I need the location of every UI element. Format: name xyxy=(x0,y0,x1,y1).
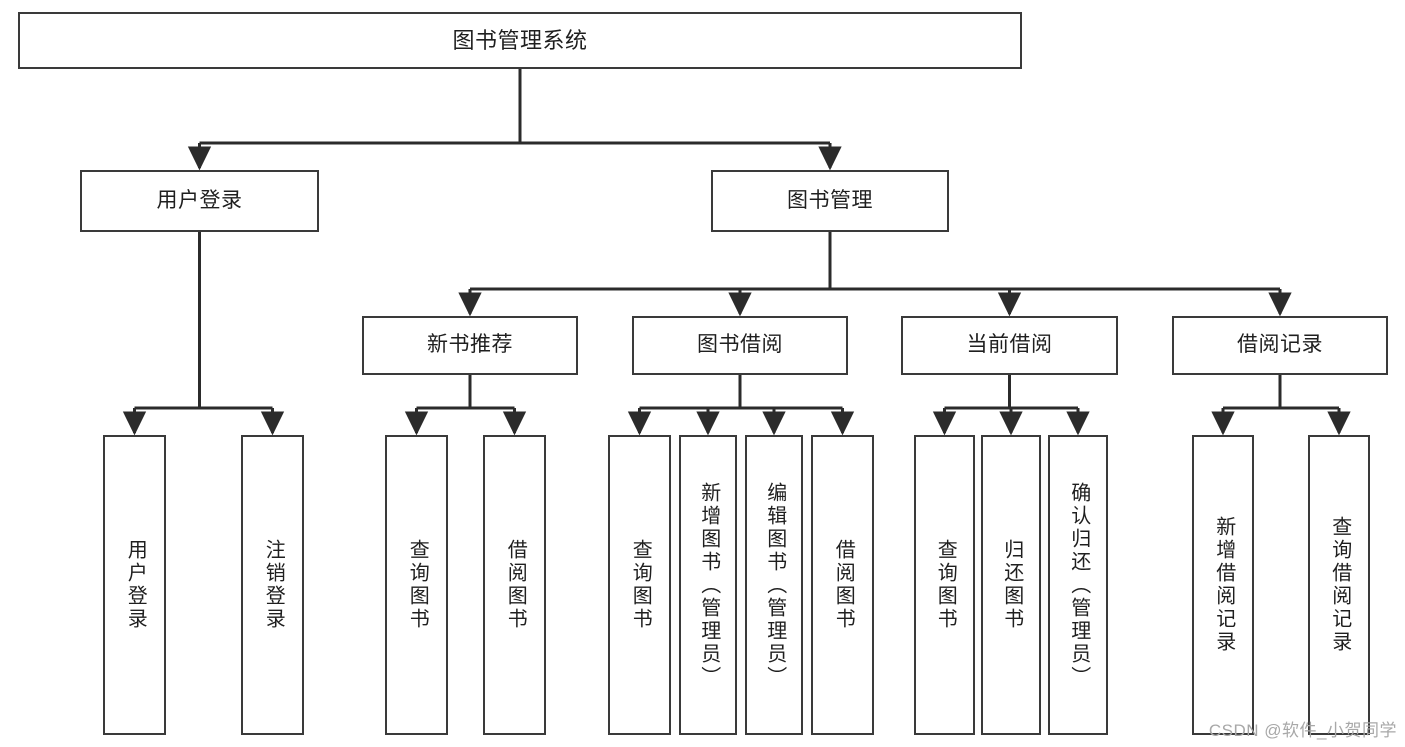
node-label: 用户登录 xyxy=(124,539,147,631)
node-leaf-bw-borrow[interactable]: 借阅图书 xyxy=(811,435,874,735)
node-label: 注销登录 xyxy=(262,539,285,631)
node-label: 归还图书 xyxy=(1000,539,1023,631)
node-leaf-bw-edit[interactable]: 编辑图书（管理员） xyxy=(745,435,803,735)
csdn-watermark: CSDN @软件_小贺同学 xyxy=(1208,721,1397,740)
node-label: 查询图书 xyxy=(406,539,429,631)
node-leaf-cur-query[interactable]: 查询图书 xyxy=(914,435,975,735)
node-label: 新书推荐 xyxy=(427,333,513,357)
node-leaf-nb-borrow[interactable]: 借阅图书 xyxy=(483,435,546,735)
node-label: 用户登录 xyxy=(156,188,243,212)
node-leaf-cur-return[interactable]: 归还图书 xyxy=(981,435,1041,735)
node-label: 新增借阅记录 xyxy=(1212,516,1235,654)
node-root[interactable]: 图书管理系统 xyxy=(18,12,1022,69)
node-label: 新增图书（管理员） xyxy=(697,481,720,689)
node-label: 借阅图书 xyxy=(504,539,527,631)
node-label: 查询图书 xyxy=(934,539,957,631)
node-leaf-rec-query[interactable]: 查询借阅记录 xyxy=(1308,435,1370,735)
node-leaf-login[interactable]: 用户登录 xyxy=(103,435,166,735)
node-label: 查询图书 xyxy=(629,539,652,631)
node-label: 借阅记录 xyxy=(1237,333,1323,357)
node-borrow[interactable]: 图书借阅 xyxy=(632,316,848,375)
node-label: 查询借阅记录 xyxy=(1328,516,1351,654)
node-label: 确认归还（管理员） xyxy=(1067,481,1090,689)
node-label: 图书管理系统 xyxy=(452,27,588,53)
node-label: 借阅图书 xyxy=(832,539,855,631)
node-current[interactable]: 当前借阅 xyxy=(901,316,1118,375)
node-leaf-logout[interactable]: 注销登录 xyxy=(241,435,304,735)
node-label: 图书借阅 xyxy=(697,333,783,357)
node-bookmgmt[interactable]: 图书管理 xyxy=(711,170,949,232)
node-label: 当前借阅 xyxy=(966,333,1053,357)
node-newbook[interactable]: 新书推荐 xyxy=(362,316,578,375)
node-label: 图书管理 xyxy=(787,188,873,212)
node-label: 编辑图书（管理员） xyxy=(763,481,786,689)
node-leaf-cur-confirm[interactable]: 确认归还（管理员） xyxy=(1048,435,1108,735)
node-leaf-bw-query[interactable]: 查询图书 xyxy=(608,435,671,735)
node-records[interactable]: 借阅记录 xyxy=(1172,316,1388,375)
node-leaf-rec-add[interactable]: 新增借阅记录 xyxy=(1192,435,1254,735)
node-leaf-bw-add[interactable]: 新增图书（管理员） xyxy=(679,435,737,735)
node-leaf-nb-query[interactable]: 查询图书 xyxy=(385,435,448,735)
node-login[interactable]: 用户登录 xyxy=(80,170,319,232)
